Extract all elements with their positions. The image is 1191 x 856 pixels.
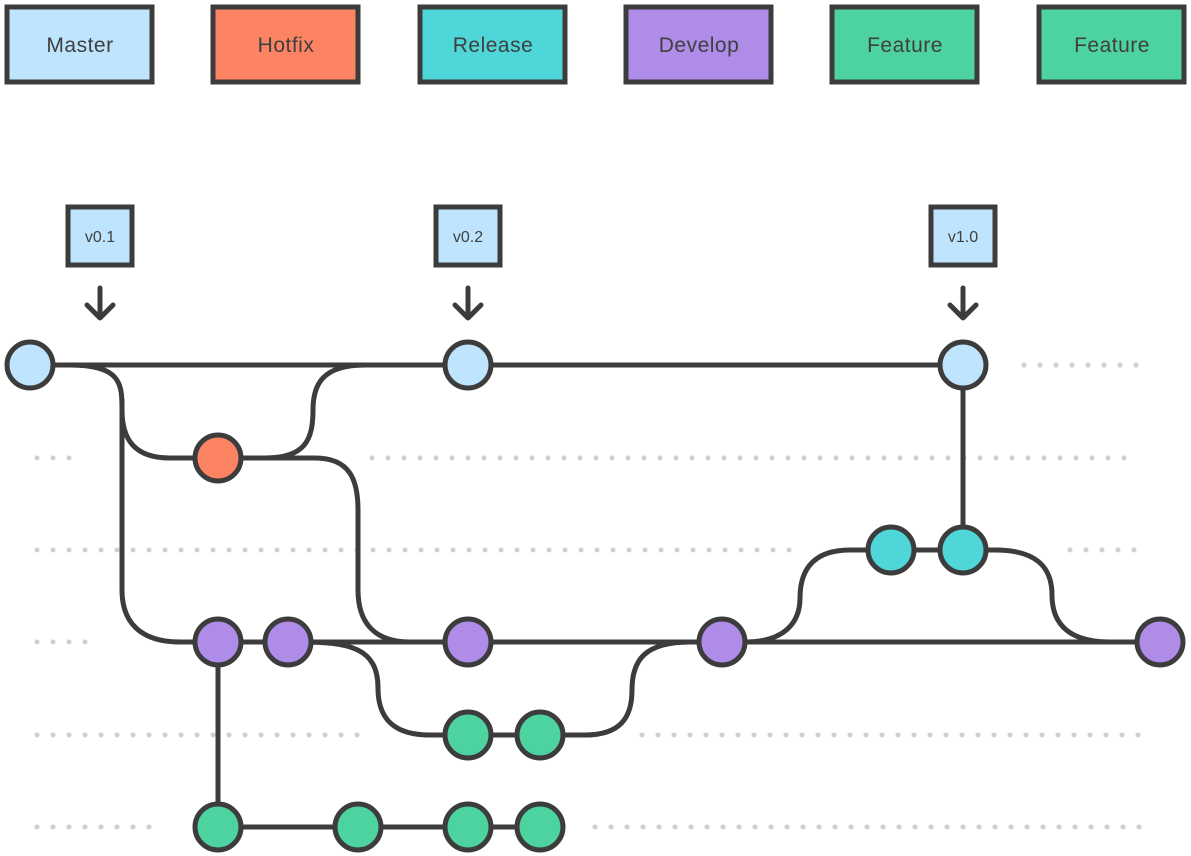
commit-release [937,524,989,576]
release-branch-line [742,547,1003,645]
commit-develop [192,616,244,668]
develop-branch-line [119,397,183,645]
tag-v0-1: v0.1 [65,204,135,321]
legend-swatch-feature [829,4,980,85]
tag-box [928,204,998,268]
legend-label-master: Master [46,34,113,57]
legend-label-develop: Develop [659,34,740,57]
legend-label-release: Release [453,34,534,57]
legend-label-feature-2: Feature [1074,34,1150,57]
tag-v1-0: v1.0 [928,204,998,321]
commit-feature [514,801,566,853]
commit-master [937,339,989,391]
arrow-down-icon [84,285,116,321]
branch-lines [27,362,1163,830]
commit-feature [192,801,244,853]
tag-box [65,204,135,268]
feature-1-branch-line [297,639,593,738]
release-merge-develop-line [992,547,1113,645]
commit-feature [332,801,384,853]
commit-develop [262,616,314,668]
commit-release [865,524,917,576]
commit-feature [514,709,566,761]
commit-develop [696,616,748,668]
lane-guides [34,362,1143,830]
hotfix-merge-develop-line [262,455,413,645]
legend-item-master: Master [4,4,155,85]
tag-label: v1.0 [948,229,978,246]
commit-master [442,339,494,391]
tag-label: v0.1 [85,229,115,246]
legend-swatch-master [4,4,155,85]
hotfix-merge-master-line [262,362,368,461]
commit-develop [442,616,494,668]
legend-item-feature-2: Feature [1036,4,1187,85]
commit-feature [442,801,494,853]
tag-box [433,204,503,268]
feature-1-merge-line [582,639,693,738]
legend-label-hotfix: Hotfix [258,34,315,57]
legend: Master Hotfix Release Develop Feature Fe… [4,4,1187,85]
arrow-down-icon [452,285,484,321]
legend-swatch-hotfix [210,4,361,85]
hotfix-branch-line [67,362,273,461]
legend-item-develop: Develop [623,4,774,85]
commit-feature [442,709,494,761]
legend-swatch-release [417,4,568,85]
tag-label: v0.2 [453,229,483,246]
legend-item-hotfix: Hotfix [210,4,361,85]
legend-swatch-develop [623,4,774,85]
legend-item-release: Release [417,4,568,85]
legend-swatch-feature-2 [1036,4,1187,85]
commit-master [4,339,56,391]
commits [4,339,1186,853]
legend-label-feature: Feature [867,34,943,57]
tag-v0-2: v0.2 [433,204,503,321]
legend-item-feature: Feature [829,4,980,85]
commit-hotfix [192,432,244,484]
arrow-down-icon [947,285,979,321]
commit-develop [1134,616,1186,668]
